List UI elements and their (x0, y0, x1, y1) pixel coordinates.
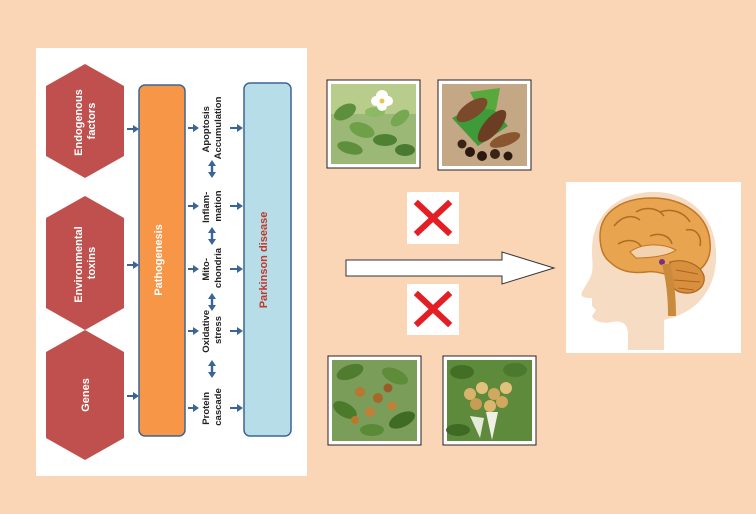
arrow-right (127, 125, 139, 133)
mechanism-links (208, 160, 216, 378)
flower-cluster-photo-bottom-right (442, 355, 537, 446)
mechanism-protein-cascade: Protein cascade (201, 388, 224, 426)
factor-hexagons (46, 64, 124, 460)
arrow-right (188, 124, 199, 132)
shrub-photo-bottom-left (327, 355, 422, 446)
arrow-right (188, 265, 199, 273)
disease-arrows (230, 124, 243, 412)
brain-head-icon (581, 191, 717, 350)
arrow-right (230, 124, 243, 132)
cross-icon (413, 290, 453, 328)
hexagon-endogenous-factors (46, 64, 124, 178)
arrow-right (127, 392, 139, 400)
cross-box-bottom (407, 284, 459, 335)
herb-photo-top-left (326, 79, 421, 169)
inhibition-arrow (345, 251, 556, 285)
arrow-right (188, 327, 199, 335)
arrow-right (127, 261, 139, 269)
cross-icon (413, 199, 453, 237)
brain-head-illustration (566, 182, 741, 353)
pathogenesis-box (138, 84, 186, 437)
mechanism-oxidative-stress: Oxidative stress (201, 307, 224, 352)
arrow-right (188, 404, 199, 412)
arrow-right (230, 265, 243, 273)
double-arrow-icon (208, 160, 216, 178)
double-arrow-icon (208, 293, 216, 311)
pathogenesis-arrows (188, 124, 199, 412)
factor-label-genes: Genes (80, 378, 92, 412)
factor-label-environmental: Environmental toxins (73, 223, 98, 302)
factor-label-endogenous: Endogenous factors (73, 86, 98, 156)
double-arrow-icon (208, 360, 216, 378)
factor-arrows (127, 125, 139, 400)
parkinson-disease-box (243, 82, 292, 437)
mechanism-apoptosis-accumulation: Apoptosis Accumulation (201, 96, 224, 159)
hexagon-environmental-toxins (46, 196, 124, 330)
seed-pods-photo-top-right (437, 79, 532, 171)
arrow-right (230, 327, 243, 335)
double-arrow-icon (208, 227, 216, 245)
arrow-right (230, 202, 243, 210)
pathogenesis-label: Pathogenesis (153, 224, 165, 296)
cross-box-top (407, 192, 459, 244)
mechanism-inflammation: Inflam- mation (201, 189, 224, 223)
arrow-right (188, 202, 199, 210)
parkinson-disease-label: Parkinson disease (258, 212, 270, 309)
hexagon-genes (46, 330, 124, 460)
mechanism-mitochondria: Mito- chondria (201, 247, 224, 288)
arrow-right (230, 404, 243, 412)
